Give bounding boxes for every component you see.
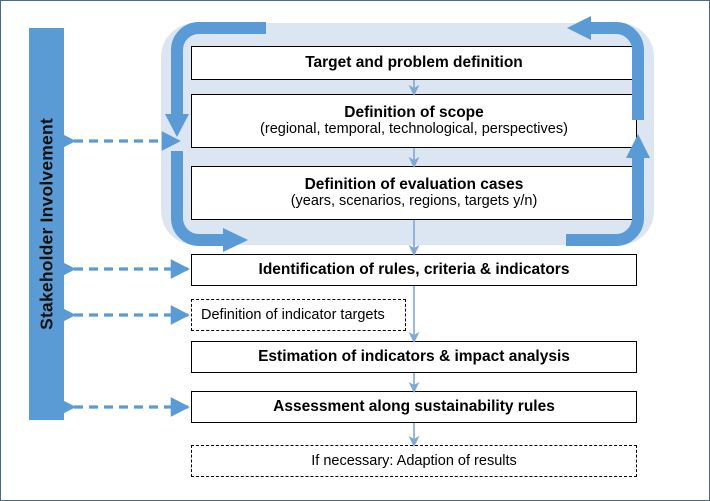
box-title: Target and problem definition [305, 54, 523, 72]
box-estimation-of-indicators[interactable]: Estimation of indicators & impact analys… [191, 341, 637, 373]
box-subtitle: (years, scenarios, regions, targets y/n) [290, 193, 538, 210]
box-target-problem-definition[interactable]: Target and problem definition [191, 46, 637, 80]
box-assessment-along-rules[interactable]: Assessment along sustainability rules [191, 391, 637, 423]
stakeholder-involvement-bar: Stakeholder Involvement [29, 28, 64, 420]
box-definition-of-indicator-targets[interactable]: Definition of indicator targets [191, 299, 406, 331]
box-identification-of-rules[interactable]: Identification of rules, criteria & indi… [191, 254, 637, 286]
stakeholder-involvement-label: Stakeholder Involvement [36, 118, 56, 330]
box-title: If necessary: Adaption of results [311, 452, 517, 469]
box-definition-of-scope[interactable]: Definition of scope (regional, temporal,… [191, 94, 637, 148]
box-title: Definition of indicator targets [201, 306, 385, 323]
box-subtitle: (regional, temporal, technological, pers… [260, 121, 568, 138]
box-title: Definition of evaluation cases [304, 175, 524, 193]
box-title: Identification of rules, criteria & indi… [258, 261, 570, 279]
box-title: Assessment along sustainability rules [273, 398, 555, 416]
box-title: Definition of scope [344, 103, 484, 121]
box-adaption-of-results[interactable]: If necessary: Adaption of results [191, 445, 637, 477]
box-title: Estimation of indicators & impact analys… [258, 348, 570, 366]
box-definition-of-evaluation-cases[interactable]: Definition of evaluation cases (years, s… [191, 166, 637, 220]
